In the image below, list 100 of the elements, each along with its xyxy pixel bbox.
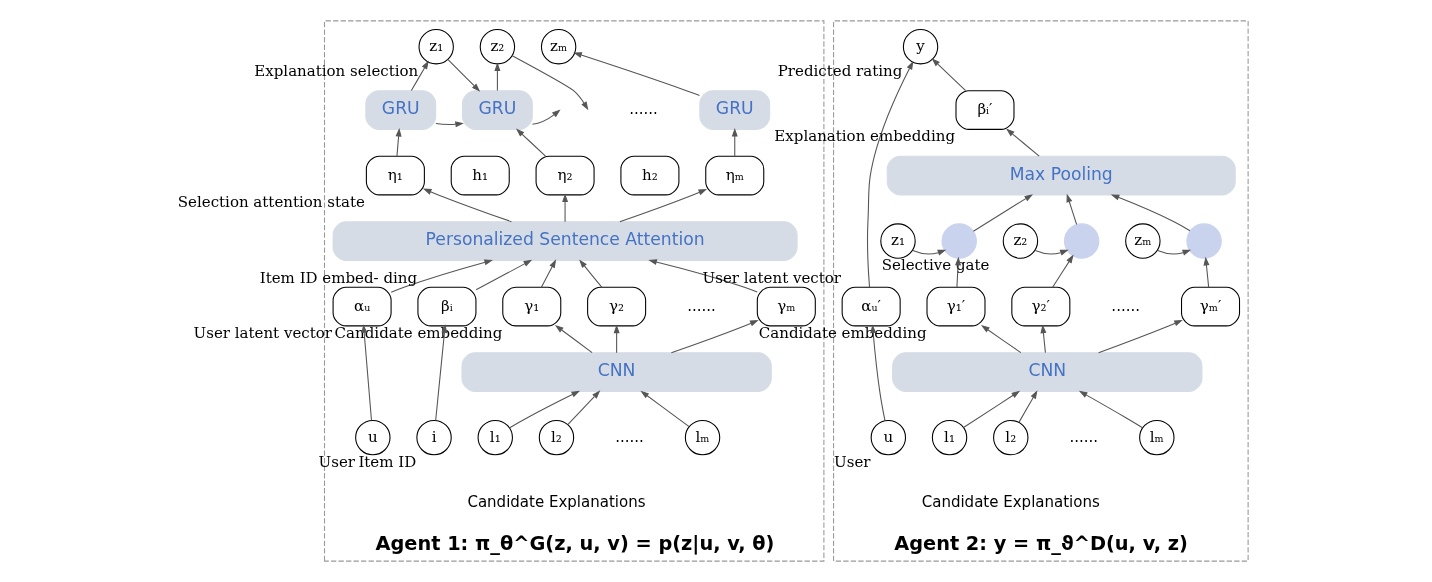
- node-box: h₁: [450, 155, 510, 196]
- node-box: CNN: [891, 352, 1202, 392]
- node-box: αᵤ: [332, 286, 392, 327]
- node-label: Item ID embed- ding: [259, 269, 417, 288]
- node-box: Personalized Sentence Attention: [332, 221, 798, 261]
- arrow: [1078, 390, 1143, 429]
- node-circle: z₁: [417, 28, 454, 65]
- arrow: [475, 259, 532, 291]
- node-box: η₁: [365, 155, 425, 196]
- node-circle: l₂: [992, 419, 1028, 456]
- arrow: [1034, 249, 1069, 256]
- node-box: βᵢ′: [954, 90, 1015, 130]
- arrow: [531, 109, 560, 125]
- node-circle: [1063, 223, 1099, 259]
- arrow: [554, 324, 593, 354]
- node-label: Explanation embedding: [773, 127, 955, 146]
- node-circle: zₘ: [1124, 223, 1161, 259]
- arrow: [434, 324, 447, 421]
- label: Candidate Explanations: [921, 493, 1100, 512]
- node-box: GRU: [698, 90, 770, 130]
- arrow: [493, 62, 500, 92]
- node-box: GRU: [364, 90, 436, 130]
- node-box: γ₁′: [925, 286, 986, 327]
- arrow: [1066, 193, 1077, 225]
- arrow: [869, 324, 885, 422]
- node-circle: z₂: [1002, 223, 1038, 259]
- arrow: [1097, 320, 1183, 354]
- arrow: [566, 390, 600, 426]
- node-circle: lₘ: [1138, 419, 1175, 456]
- node-box: γ₁: [501, 286, 561, 327]
- arrow: [1202, 256, 1209, 288]
- arrow: [410, 60, 429, 92]
- node-circle: z₁: [879, 223, 916, 259]
- arrow: [1110, 194, 1190, 232]
- arrow: [866, 60, 913, 288]
- node-box: βᵢ: [416, 286, 476, 327]
- arrow: [515, 128, 546, 157]
- arrow: [434, 121, 464, 128]
- label: ......: [1068, 427, 1098, 446]
- label: ......: [614, 427, 644, 446]
- arrow: [980, 325, 1021, 354]
- node-box: γₘ: [756, 286, 816, 327]
- node-box: αᵤ′: [841, 286, 901, 327]
- arrow: [954, 256, 961, 288]
- node-label: User: [833, 452, 871, 471]
- node-circle: z₂: [479, 28, 515, 65]
- node-circle: zₘ: [540, 28, 576, 65]
- arrow: [670, 320, 759, 354]
- node-circle: lₘ: [684, 419, 720, 456]
- node-box: γ₂: [586, 286, 646, 327]
- label: ......: [628, 100, 658, 119]
- arrow: [1051, 254, 1074, 288]
- arrow: [572, 52, 700, 96]
- node-box: ηₘ: [704, 155, 764, 196]
- arrow: [618, 189, 707, 223]
- label: ......: [686, 296, 716, 315]
- arrow: [390, 259, 493, 293]
- arrow: [446, 58, 480, 92]
- arrow: [540, 259, 556, 288]
- label: Candidate Explanations: [466, 493, 646, 512]
- arrow: [578, 259, 602, 288]
- arrow: [1039, 324, 1046, 354]
- arrow: [1156, 249, 1191, 256]
- arrow: [1018, 390, 1037, 423]
- node-circle: l₁: [477, 419, 513, 456]
- node-circle: u: [354, 419, 391, 456]
- node-circle: [1185, 223, 1222, 259]
- node-circle: l₂: [538, 419, 574, 456]
- node-box: h₂: [619, 155, 679, 196]
- node-label: Selective gate: [881, 256, 989, 275]
- node-label: Predicted rating: [777, 61, 902, 80]
- label: ......: [1110, 296, 1140, 315]
- node-circle: l₁: [931, 419, 967, 456]
- node-box: GRU: [461, 90, 533, 130]
- node-label: User: [318, 452, 355, 471]
- arrow: [422, 188, 512, 223]
- arrow: [508, 390, 580, 429]
- arrow: [972, 194, 1033, 232]
- node-circle: u: [870, 419, 906, 456]
- arrow: [962, 390, 1020, 428]
- node-box: γ₂′: [1010, 286, 1070, 327]
- arrow: [360, 324, 372, 421]
- node-box: Max Pooling: [886, 155, 1236, 196]
- arrow: [613, 324, 620, 354]
- node-label: Selection attention state: [177, 192, 365, 211]
- arrow: [731, 128, 738, 157]
- arrow: [1005, 128, 1040, 157]
- arrow: [395, 128, 402, 157]
- node-box: η₂: [535, 155, 595, 196]
- node-box: CNN: [460, 352, 772, 392]
- arrow: [911, 249, 946, 256]
- node-label: User latent vector: [193, 323, 332, 342]
- node-circle: i: [415, 419, 452, 456]
- arrow: [639, 390, 690, 428]
- arrow: [931, 58, 966, 92]
- arrow: [511, 55, 588, 111]
- node-label: Explanation selection: [253, 61, 418, 80]
- node-circle: [941, 223, 977, 259]
- node-box: γₘ′: [1180, 286, 1240, 327]
- arrow: [561, 193, 568, 223]
